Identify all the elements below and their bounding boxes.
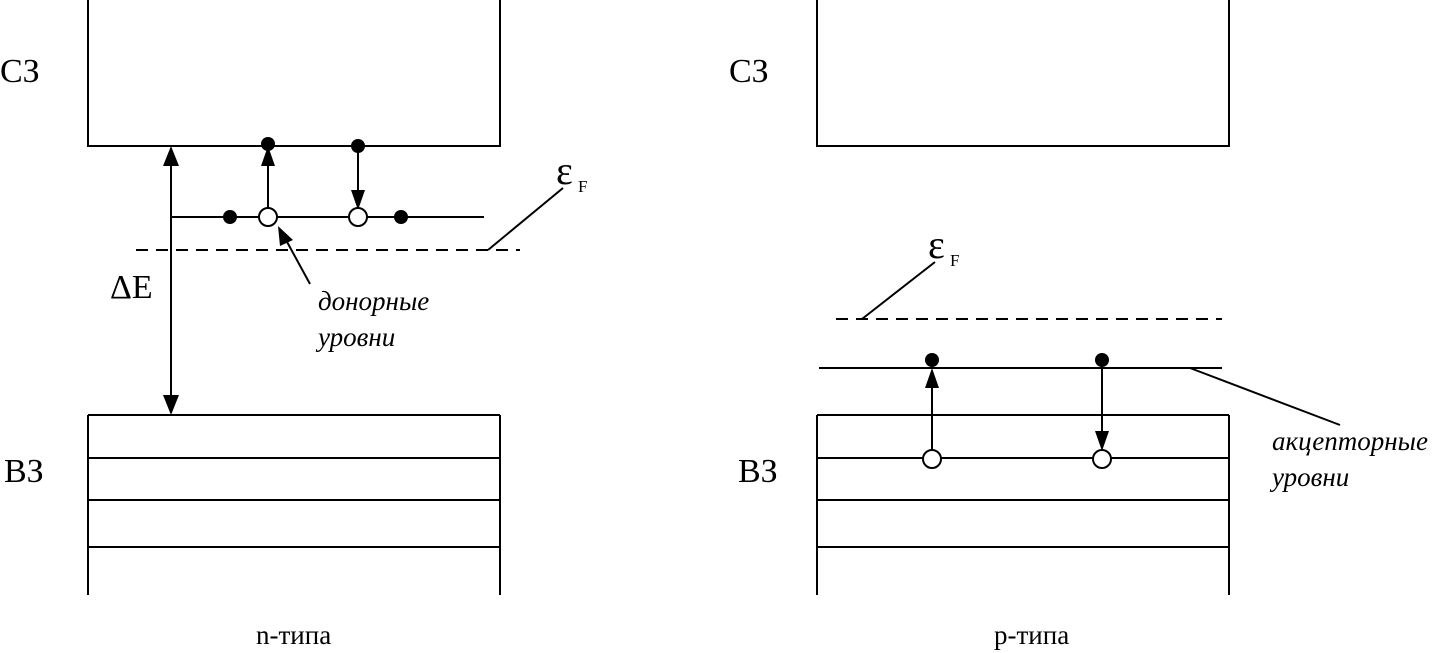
p-fermi-subscript: F xyxy=(950,251,959,270)
ionized-donor xyxy=(348,207,368,227)
p-type-panel: СЗ ε F акцепторные уровни ВЗ xyxy=(729,0,1428,650)
n-type-caption: n-типа xyxy=(256,620,331,650)
p-valence-band xyxy=(816,414,1230,595)
ionized-donor xyxy=(258,207,278,227)
n-conduction-band xyxy=(87,0,501,147)
acceptor-electron xyxy=(925,353,939,367)
n-fermi-leader xyxy=(487,187,564,251)
n-fermi-symbol: ε xyxy=(556,148,573,193)
n-fermi-subscript: F xyxy=(578,177,587,196)
p-type-caption: p-типа xyxy=(994,620,1069,650)
p-fermi-leader xyxy=(861,261,936,320)
p-fermi-symbol: ε xyxy=(928,222,945,267)
n-type-panel: СЗ ВЗ ΔE ε F xyxy=(0,0,587,650)
acceptor-level-label-line2: уровни xyxy=(1269,462,1349,492)
electron-return-arrow xyxy=(1095,360,1109,451)
donor-level-label-line2: уровни xyxy=(315,322,395,352)
electron-excitation-arrow xyxy=(261,146,275,208)
band-gap-arrow xyxy=(163,146,179,415)
donor-electron xyxy=(394,210,408,224)
band-gap-label: ΔE xyxy=(110,269,153,306)
donor-level-pointer xyxy=(278,226,311,285)
valence-hole xyxy=(922,449,942,469)
donor-level-label-line1: донорные xyxy=(318,286,429,316)
conduction-electron xyxy=(261,137,275,151)
electron-capture-arrow xyxy=(351,146,365,210)
n-valence-band-label: ВЗ xyxy=(4,453,44,490)
acceptor-level-leader xyxy=(1189,367,1341,426)
p-conduction-band-label: СЗ xyxy=(729,53,769,90)
n-conduction-band-label: СЗ xyxy=(0,53,40,90)
conduction-electron xyxy=(351,139,365,153)
p-valence-band-label: ВЗ xyxy=(738,453,778,490)
valence-hole xyxy=(1092,449,1112,469)
acceptor-level-label-line1: акцепторные xyxy=(1272,426,1428,456)
donor-electron xyxy=(223,210,237,224)
electron-excitation-arrow xyxy=(925,368,939,449)
acceptor-electron xyxy=(1095,353,1109,367)
p-conduction-band xyxy=(816,0,1230,147)
n-valence-band xyxy=(87,414,501,595)
